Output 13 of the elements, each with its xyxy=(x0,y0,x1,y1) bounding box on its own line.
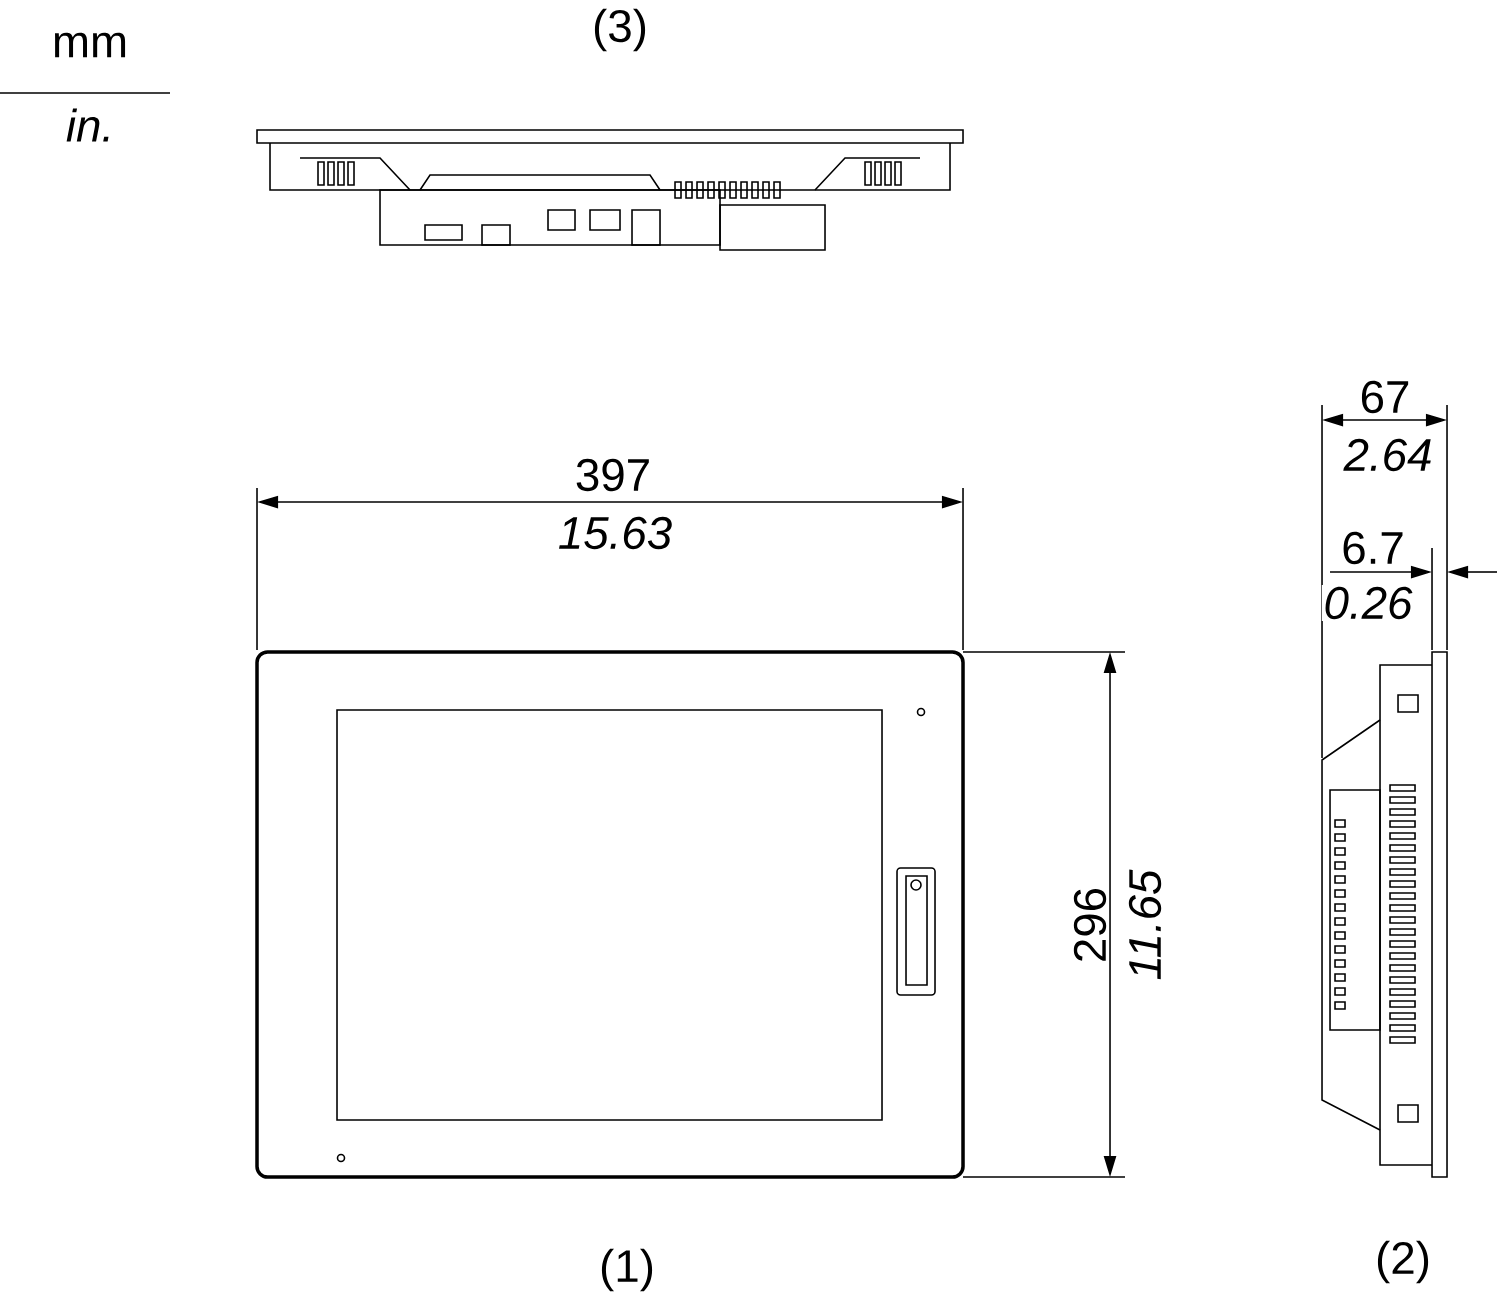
view-label: (1) xyxy=(597,1247,657,1294)
dimension-label: 2.64 xyxy=(1341,437,1435,473)
unit-label: in. xyxy=(64,106,116,144)
dimension-label: 6.7 xyxy=(1339,530,1407,566)
dimension-label: 397 xyxy=(573,457,653,493)
dimension-label: 67 xyxy=(1357,379,1413,415)
unit-label: mm xyxy=(50,30,130,60)
dimension-label: 11.65 xyxy=(1127,867,1163,983)
dimension-label: 0.26 xyxy=(1321,585,1415,621)
view-label: (3) xyxy=(590,6,650,54)
view-label: (2) xyxy=(1373,1239,1433,1286)
dimension-label: 296 xyxy=(1072,885,1108,965)
dimension-label: 15.63 xyxy=(556,515,674,551)
